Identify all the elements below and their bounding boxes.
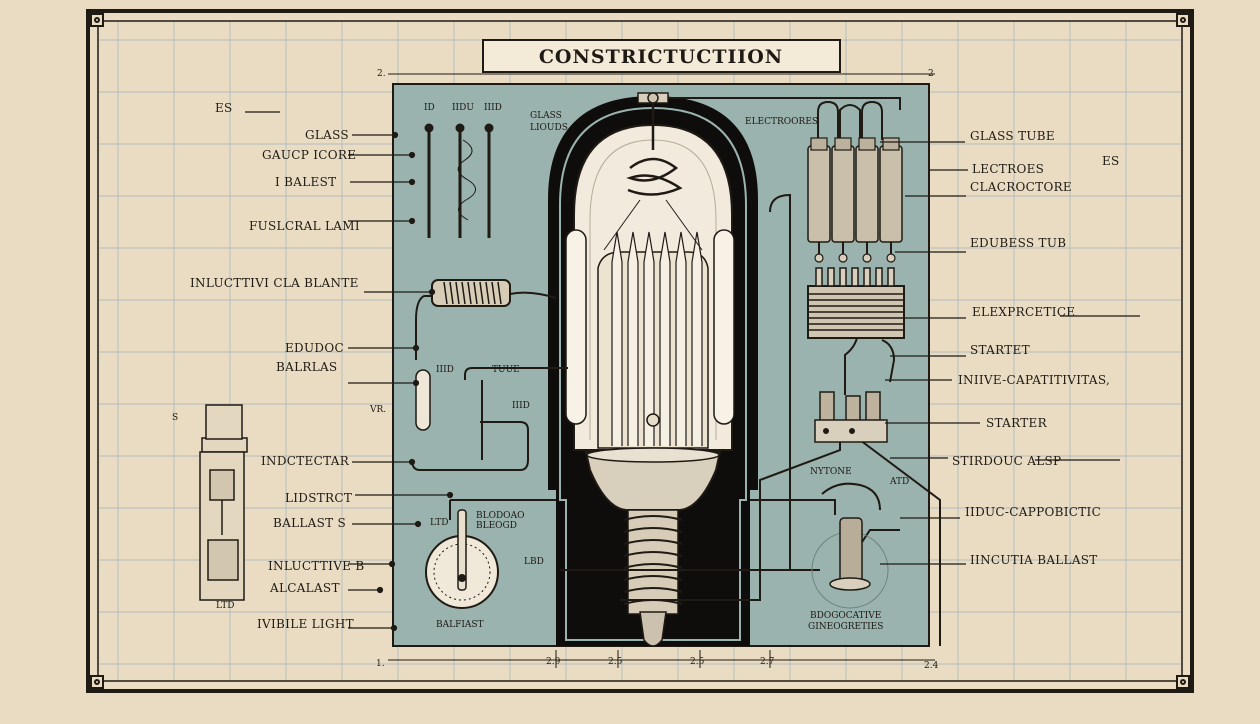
corner-bolts xyxy=(90,13,1190,689)
dial-icon xyxy=(425,509,499,609)
inner-label-ballast-top-2: BLEOGD xyxy=(476,521,517,531)
corner-mark-tl: 2. xyxy=(377,69,386,79)
left-label-7: EDUDOC xyxy=(285,341,344,355)
mini-label-b: IIDU xyxy=(452,103,474,113)
callout-lines xyxy=(245,111,1140,632)
bottom-tick-4: 2.7 xyxy=(760,657,775,667)
left-pins xyxy=(424,123,494,238)
left-label-9: INDCTECTAR xyxy=(261,454,350,468)
left-label-6: INLUCTTIVI CLA BLANTE xyxy=(190,276,359,290)
right-label-10: IIDUC-CAPPOBICTIC xyxy=(965,505,1101,519)
side-module-label: LTD xyxy=(216,601,234,611)
left-label-2: GLASS xyxy=(305,128,349,142)
inner-label-bottom-right-1: BDOGOCATIVE xyxy=(810,611,881,621)
left-label-14: IVIBILE LIGHT xyxy=(257,617,354,631)
inner-label-atd: ATD xyxy=(889,477,909,487)
left-label-10: LIDSTRCT xyxy=(285,491,352,505)
heat-sink-block xyxy=(807,267,905,339)
left-starter-tube xyxy=(415,369,431,431)
inner-label-lbd: LBD xyxy=(524,557,544,567)
bottom-right-component xyxy=(811,517,889,609)
ballast-coil-icon xyxy=(431,279,511,307)
bottom-tick-3: 2.5 xyxy=(690,657,705,667)
right-label-5: ELEXPRCETICE xyxy=(972,305,1075,319)
wiring xyxy=(411,97,941,646)
title-box xyxy=(482,39,841,73)
contact-tip xyxy=(639,611,667,647)
left-label-5: FUSLCRAL LAMI xyxy=(249,219,360,233)
left-label-13: ALCALAST xyxy=(269,581,340,595)
right-label-11: IINCUTIA BALLAST xyxy=(970,553,1098,567)
left-label-1: ES xyxy=(215,101,233,115)
right-label-8: STARTER xyxy=(986,416,1048,430)
electrode-rods xyxy=(611,231,703,446)
inner-label-electrodes: ELECTROORES xyxy=(745,117,818,127)
inner-label-mini: IIID xyxy=(436,365,454,375)
base-rim xyxy=(586,447,720,463)
inner-label-ltd: LTD xyxy=(430,518,448,528)
inner-label-bottom-right-2: GINEOGRETIES xyxy=(808,622,883,632)
left-label-4: I BALEST xyxy=(275,175,336,189)
left-label-11: BALLAST S xyxy=(273,516,346,530)
inner-label-balfiast: BALFIAST xyxy=(436,620,484,630)
outer-border xyxy=(86,9,1194,693)
screw-socket xyxy=(623,509,683,615)
page-title: CONSTRICTUCTIION xyxy=(539,46,783,68)
inner-label-tube: TUUE xyxy=(492,365,520,375)
right-electrode-tube xyxy=(713,229,735,425)
left-labels: ES GLASS GAUCP ICORE I BALEST FUSLCRAL LAMI I… xyxy=(190,101,364,631)
inner-border xyxy=(97,20,1183,682)
inner-label-glass: GLASS xyxy=(530,111,562,121)
right-label-3: CLACROCTORE xyxy=(970,180,1072,194)
corner-mark-tr: 2 xyxy=(928,69,934,79)
left-label-8: BALRLAS xyxy=(276,360,337,374)
right-label-1: GLASS TUBE xyxy=(970,129,1055,143)
bottom-tick-2: 2.5 xyxy=(608,657,623,667)
inner-label-ballast-top-1: BLODOAO xyxy=(476,511,524,521)
inner-label-nytone: NYTONE xyxy=(810,467,852,477)
bulb-base xyxy=(584,451,722,511)
bottom-tick-1: 2.9 xyxy=(546,657,561,667)
right-label-2: LECTROES xyxy=(972,162,1044,176)
inner-label-es-right: ES xyxy=(1102,154,1120,168)
right-label-7: INIIVE-CAPATITIVITAS, xyxy=(958,373,1110,387)
left-side-module: LTD xyxy=(199,404,248,611)
right-labels: GLASS TUBE LECTROES CLACROCTORE EDUBESS TUB… xyxy=(952,129,1110,567)
right-label-4: EDUBESS TUB xyxy=(970,236,1066,250)
left-label-12: INLUCTTIVE B xyxy=(268,559,364,573)
capacitor-icon xyxy=(807,137,903,263)
left-electrode-tube xyxy=(565,229,587,425)
starter-icon xyxy=(814,391,888,443)
corner-mark-bl: 1. xyxy=(376,659,385,669)
mini-label-c: IIID xyxy=(484,103,502,113)
bottom-dimension-ticks: 2.9 2.5 2.5 2.7 xyxy=(388,650,935,668)
inner-label-mini-2: IIID xyxy=(512,401,530,411)
mini-label-a: ID xyxy=(424,103,435,113)
right-label-6: STARTET xyxy=(970,343,1030,357)
left-label-3: GAUCP ICORE xyxy=(262,148,356,162)
side-mark-s: S xyxy=(172,413,178,423)
right-label-9: STIRDOUC ALSP xyxy=(952,454,1061,468)
inner-label-vr: VR. xyxy=(369,405,386,415)
corner-mark-br: 2.4 xyxy=(924,661,939,671)
inner-label-liquid: LIOUDS xyxy=(530,123,568,133)
